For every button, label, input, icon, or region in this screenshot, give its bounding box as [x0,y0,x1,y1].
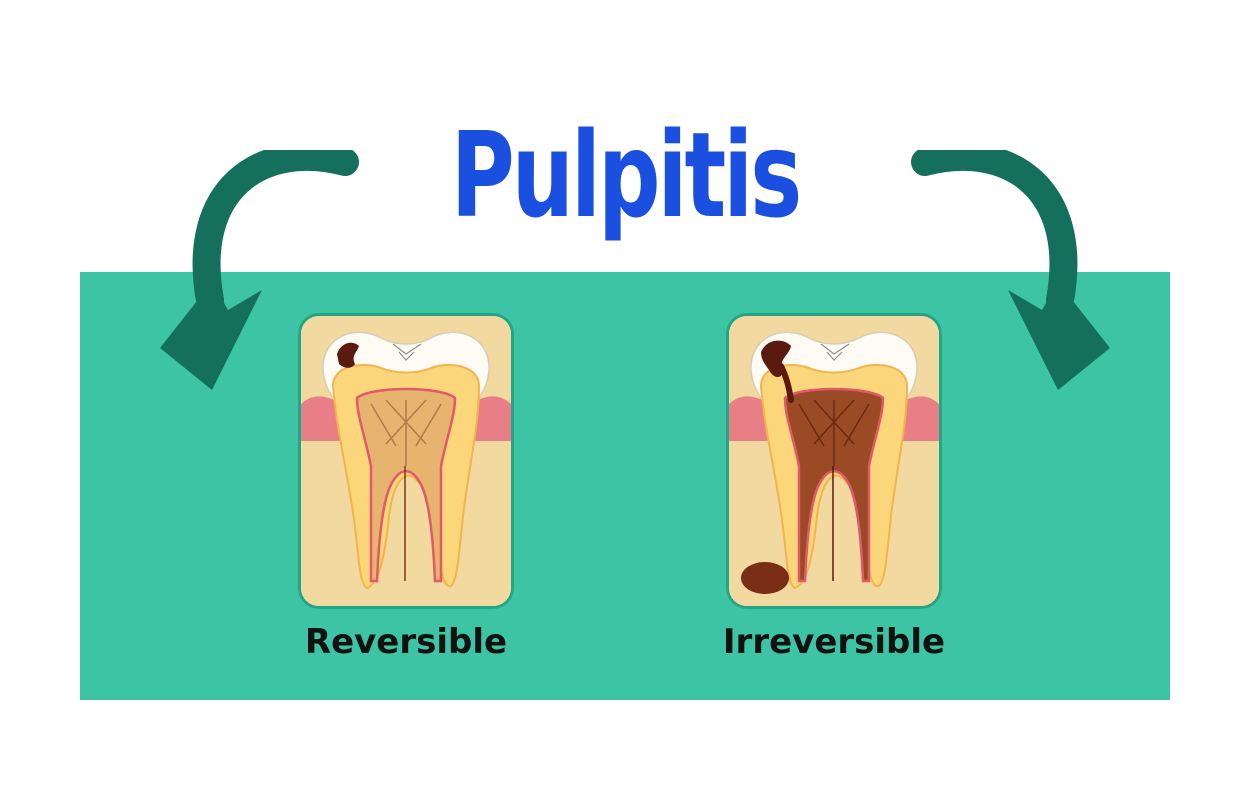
teal-background-panel [80,272,1170,700]
decay-spot [761,340,791,378]
irreversible-label: Irreversible [722,622,946,662]
arrow-right-shaft [911,150,1078,314]
arrow-left-head [160,282,262,390]
curved-arrow-left-icon [160,150,359,390]
pulp-chamber [355,387,457,583]
page-title: Pulpitis [450,106,802,244]
arrow-left-shaft [192,150,359,314]
crown-fissure [392,343,422,361]
nerve-lines [798,399,870,466]
tooth-irreversible-pulpitis-icon [729,316,939,606]
nerve-lines [370,399,442,466]
curved-arrow-right-icon [911,150,1110,390]
reversible-label: Reversible [304,622,508,662]
pulp-chamber-inflamed [783,387,885,583]
decay-spot [337,342,359,368]
arrow-right-head [1008,282,1110,390]
irreversible-tooth-card [729,316,939,606]
reversible-tooth-card [301,316,511,606]
tooth-reversible-pulpitis-icon [301,316,511,606]
crown-fissure [820,343,850,361]
decay-channel [778,363,794,403]
periapical-abscess [741,562,789,594]
